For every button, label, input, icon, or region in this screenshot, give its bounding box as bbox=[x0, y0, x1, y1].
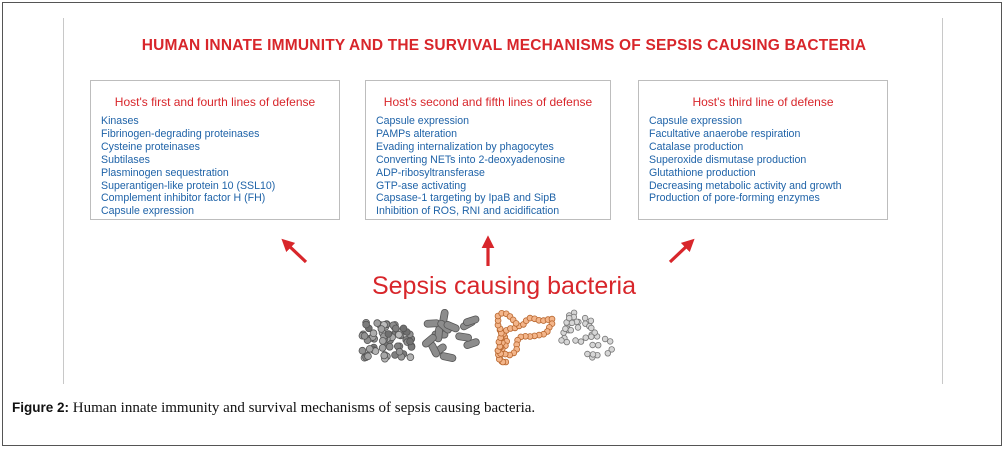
list-item: Decreasing metabolic activity and growth bbox=[649, 179, 842, 192]
caption-label: Figure 2: bbox=[12, 400, 70, 415]
list-item: GTP-ase activating bbox=[376, 179, 467, 192]
list-item: ADP-ribosyltransferase bbox=[376, 166, 485, 179]
list-item: Kinases bbox=[101, 115, 139, 127]
list-item: Complement inhibitor factor H (FH) bbox=[101, 192, 266, 205]
figure-frame bbox=[2, 2, 1002, 446]
box-title: Host's second and fifth lines of defense bbox=[383, 95, 593, 109]
bacteria-cluster-icon bbox=[358, 318, 416, 363]
sepsis-label: Sepsis causing bacteria bbox=[371, 272, 637, 300]
list-item: Capsule expression bbox=[376, 115, 470, 127]
list-item: Plasminogen sequestration bbox=[101, 166, 229, 179]
diagram-title: HUMAN INNATE IMMUNITY AND THE SURVIVAL M… bbox=[141, 37, 867, 54]
list-item: Facultative anaerobe respiration bbox=[649, 127, 801, 140]
mechanism-list: Kinases Fibrinogen-degrading proteinases… bbox=[101, 115, 333, 218]
defense-box-first-fourth: Host's first and fourth lines of defense… bbox=[90, 80, 340, 220]
list-item: Superoxide dismutase production bbox=[649, 153, 807, 166]
defense-box-third: Host's third line of defense Capsule exp… bbox=[638, 80, 888, 220]
box-title: Host's first and fourth lines of defense bbox=[114, 95, 316, 109]
list-item: Capsule expression bbox=[649, 115, 743, 127]
figure-caption: Figure 2: Human innate immunity and surv… bbox=[12, 400, 535, 417]
up-right-arrow-icon bbox=[668, 238, 695, 264]
list-item: Inhibition of ROS, RNI and acidification bbox=[376, 205, 560, 218]
list-item: Capsase-1 targeting by IpaB and SipB bbox=[376, 192, 557, 205]
list-item: Evading internalization by phagocytes bbox=[376, 140, 554, 153]
list-item: Superantigen-like protein 10 (SSL10) bbox=[101, 179, 276, 192]
rod-bacteria-icon bbox=[422, 308, 480, 362]
list-item: Subtilases bbox=[101, 153, 150, 166]
mechanism-list: Capsule expression PAMPs alteration Evad… bbox=[376, 115, 604, 218]
box-title: Host's third line of defense bbox=[692, 95, 834, 109]
chain-bacteria-icon bbox=[494, 309, 556, 366]
list-item: Production of pore-forming enzymes bbox=[649, 192, 820, 205]
left-guide-line bbox=[63, 18, 64, 384]
diplococci-icon bbox=[558, 309, 615, 361]
up-left-arrow-icon bbox=[281, 238, 308, 264]
list-item: Capsule expression bbox=[101, 205, 195, 218]
list-item: PAMPs alteration bbox=[376, 127, 458, 140]
list-item: Converting NETs into 2-deoxyadenosine bbox=[376, 153, 566, 166]
mechanism-list: Capsule expression Facultative anaerobe … bbox=[649, 115, 881, 205]
defense-box-second-fifth: Host's second and fifth lines of defense… bbox=[365, 80, 611, 220]
list-item: Fibrinogen-degrading proteinases bbox=[101, 127, 260, 140]
caption-text: Human innate immunity and survival mecha… bbox=[69, 400, 536, 416]
list-item: Catalase production bbox=[649, 140, 744, 153]
list-item: Glutathione production bbox=[649, 166, 756, 179]
right-guide-line bbox=[942, 18, 943, 384]
list-item: Cysteine proteinases bbox=[101, 140, 200, 153]
